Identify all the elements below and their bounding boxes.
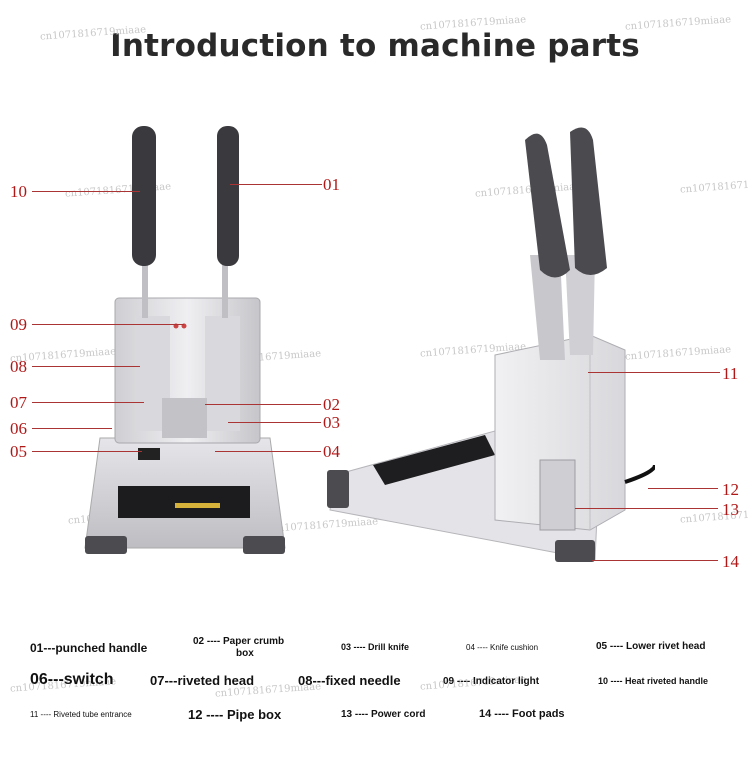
leader-line	[228, 422, 321, 423]
page-title: Introduction to machine parts	[110, 28, 640, 64]
legend-item-07: 07---riveted head	[150, 673, 255, 688]
legend-item-10: 10 ---- Heat riveted handle	[598, 676, 709, 686]
legend-item-01: 01---punched handle	[30, 641, 148, 655]
leader-line	[592, 560, 718, 561]
callout-13: 13	[722, 500, 739, 519]
callout-04: 04	[323, 442, 340, 461]
watermark: cn1071816715	[679, 509, 750, 526]
callout-14: 14	[722, 552, 739, 571]
callout-02: 02	[323, 395, 340, 414]
leader-line	[32, 451, 142, 452]
watermark: cn1071816715	[679, 179, 750, 196]
leader-line	[230, 184, 322, 185]
callout-09: 09	[10, 315, 27, 334]
callout-06: 06	[10, 419, 27, 438]
leader-line	[205, 404, 321, 405]
leader-line	[215, 451, 321, 452]
leader-line	[32, 366, 140, 367]
back-machine-photo	[327, 127, 655, 562]
legend-item-09: 09 ---- Indicator light	[443, 676, 540, 687]
callout-08: 08	[10, 357, 27, 376]
legend-item-05: 05 ---- Lower rivet head	[596, 641, 706, 652]
legend-item-03: 03 ---- Drill knife	[341, 642, 410, 652]
legend-item-04: 04 ---- Knife cushion	[466, 643, 539, 652]
legend-item-08: 08---fixed needle	[298, 673, 401, 688]
leader-line	[32, 428, 112, 429]
front-machine-photo	[84, 126, 286, 554]
callout-05: 05	[10, 442, 27, 461]
legend-item-02: 02 ---- Paper crumb	[193, 636, 285, 647]
leader-line	[575, 508, 718, 509]
legend-item-14: 14 ---- Foot pads	[479, 708, 565, 720]
legend-item-12: 12 ---- Pipe box	[188, 707, 282, 722]
callout-01: 01	[323, 175, 340, 194]
leader-line	[648, 488, 718, 489]
leader-line	[32, 402, 144, 403]
leader-line	[32, 191, 140, 192]
leader-line	[588, 372, 720, 373]
leader-line	[32, 324, 184, 325]
legend-item-11: 11 ---- Riveted tube entrance	[30, 710, 132, 719]
legend-item-06: 06---switch	[30, 671, 114, 688]
legend-item-02-line2: box	[236, 648, 254, 659]
callout-11: 11	[722, 364, 739, 383]
callout-10: 10	[10, 182, 27, 201]
legend-item-13: 13 ---- Power cord	[341, 709, 426, 720]
callout-07: 07	[10, 393, 27, 412]
callout-03: 03	[323, 413, 340, 432]
callout-12: 12	[722, 480, 739, 499]
